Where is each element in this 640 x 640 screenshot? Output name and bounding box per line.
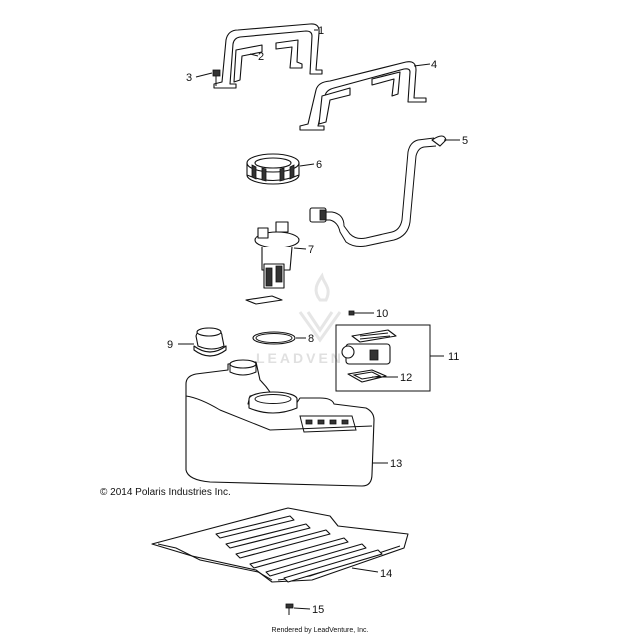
callout-11: 11 [448, 351, 459, 363]
skid-plate [151, 507, 409, 583]
bracket-small [213, 23, 323, 89]
callout-5: 5 [462, 135, 468, 147]
callout-6: 6 [316, 159, 322, 171]
fuel-cap [193, 327, 227, 357]
lock-ring [246, 153, 300, 185]
callout-13: 13 [390, 458, 402, 470]
callout-4: 4 [431, 59, 437, 71]
footer-credit: Rendered by LeadVenture, Inc. [271, 627, 369, 634]
callout-2: 2 [258, 51, 264, 63]
callout-3: 3 [186, 72, 192, 84]
callout-15: 15 [312, 604, 324, 616]
callout-7: 7 [308, 244, 314, 256]
fuel-pump [245, 221, 300, 305]
callout-1: 1 [318, 25, 324, 37]
callout-labels: 1 2 3 4 5 6 7 8 9 10 11 12 13 14 15 [167, 25, 468, 616]
push-pin-15 [285, 603, 294, 615]
screw-10 [348, 310, 362, 316]
sender-kit [335, 324, 431, 392]
copyright-text: © 2014 Polaris Industries Inc. [100, 487, 231, 498]
fuel-hose [309, 135, 447, 247]
leader-lines [178, 29, 460, 610]
bolt-3 [212, 69, 221, 86]
callout-9: 9 [167, 339, 173, 351]
o-ring [252, 331, 296, 345]
callout-8: 8 [308, 333, 314, 345]
bracket-large [299, 61, 427, 131]
callout-12: 12 [400, 372, 412, 384]
fuel-tank [185, 359, 375, 487]
callout-14: 14 [380, 568, 392, 580]
callout-10: 10 [376, 308, 388, 320]
